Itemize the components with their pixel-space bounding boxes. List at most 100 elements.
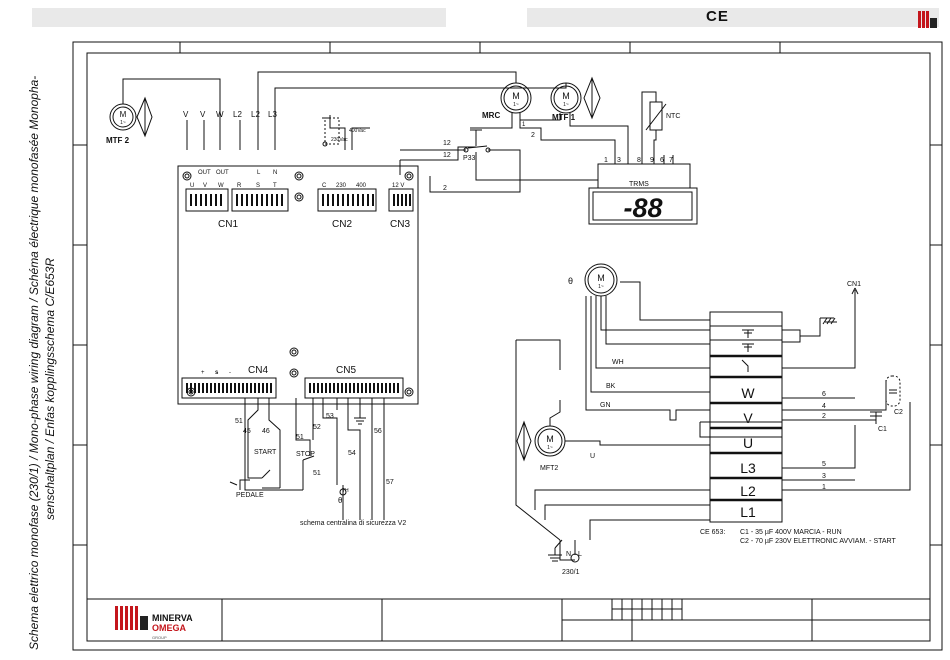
cn1-pin <box>236 194 238 206</box>
cn4-pin <box>234 383 236 393</box>
trms-display: -88 <box>623 193 662 223</box>
title-block <box>87 598 930 641</box>
svg-text:BK: BK <box>606 383 616 390</box>
svg-text:51: 51 <box>296 434 304 441</box>
svg-text:1~: 1~ <box>547 445 553 451</box>
svg-text:T: T <box>273 183 277 189</box>
cn4-pin <box>226 383 228 393</box>
svg-text:M: M <box>512 91 520 101</box>
svg-text:12 V: 12 V <box>392 183 404 189</box>
svg-text:56: 56 <box>374 428 382 435</box>
lower-left-labels: 51 45 46 51 52 53 51 54 56 57 START STOP… <box>235 413 406 527</box>
svg-text:CE 653:: CE 653: <box>700 529 725 536</box>
cn2-pin <box>332 194 334 206</box>
svg-text:M: M <box>597 273 605 283</box>
svg-text:S: S <box>256 183 260 189</box>
svg-text:1~: 1~ <box>120 120 126 126</box>
cn1-pin <box>281 194 283 206</box>
terminal-u: U <box>743 435 753 451</box>
cn5-pin <box>385 383 387 393</box>
cn5-pin <box>313 383 315 393</box>
minerva-logo-icon <box>918 11 937 28</box>
cn4-pin <box>254 383 256 393</box>
cn3-pin <box>401 194 403 206</box>
cn5-pin <box>393 383 395 393</box>
cn5-pin <box>325 383 327 393</box>
cn3-pin <box>405 194 407 206</box>
cn5-pin <box>357 383 359 393</box>
cn1-pin <box>246 194 248 206</box>
cn4-pin <box>210 383 212 393</box>
terminal-block <box>699 311 801 523</box>
label-cn1: CN1 <box>218 219 238 230</box>
svg-text:12: 12 <box>443 140 451 147</box>
title-block-logo-icon <box>115 606 148 630</box>
label-start: START <box>254 449 277 456</box>
svg-text:L2: L2 <box>233 110 242 119</box>
cn1-pin <box>276 194 278 206</box>
brand-block: MINERVA OMEGA GROUP <box>152 613 193 643</box>
cn4-pin <box>202 383 204 393</box>
terminal-v: V <box>743 410 753 426</box>
svg-text:53: 53 <box>326 413 334 420</box>
svg-text:U: U <box>590 453 595 460</box>
label-cn1-right: CN1 <box>847 281 861 288</box>
svg-text:45: 45 <box>243 428 251 435</box>
svg-text:C: C <box>322 183 327 189</box>
svg-text:6: 6 <box>660 157 664 164</box>
svg-text:400Vac: 400Vac <box>349 128 366 134</box>
svg-text:M: M <box>546 434 554 444</box>
svg-text:U: U <box>190 183 194 189</box>
header-bar-right <box>527 8 939 27</box>
cn1-pin <box>220 194 222 206</box>
svg-text:7: 7 <box>669 157 673 164</box>
cn5-pin <box>369 383 371 393</box>
svg-text:L2: L2 <box>251 110 260 119</box>
svg-text:1: 1 <box>522 122 526 128</box>
motor-mrc: M 1~ MRC <box>482 82 532 120</box>
cn5-pin <box>373 383 375 393</box>
header-bar-left <box>32 8 446 27</box>
svg-text:46: 46 <box>262 428 270 435</box>
ntc-sensor: NTC <box>641 91 680 155</box>
svg-text:WH: WH <box>612 359 624 366</box>
note-c1: C1 - 35 µF 400V MARCIA - RUN <box>740 529 842 536</box>
svg-text:12: 12 <box>443 152 451 159</box>
cn2-pin <box>362 194 364 206</box>
svg-text:230: 230 <box>336 183 347 189</box>
label-stop: STOP <box>296 451 315 458</box>
label-ntc: NTC <box>666 113 680 120</box>
cn2-pin <box>372 194 374 206</box>
cn5-pin <box>321 383 323 393</box>
svg-text:5: 5 <box>822 461 826 468</box>
svg-text:2: 2 <box>531 132 535 139</box>
cn4-pin <box>250 383 252 393</box>
right-labels: CN1 WH BK GN U 6 4 2 5 3 1 C1 C2 CE 653:… <box>590 281 903 545</box>
svg-text:M: M <box>562 91 570 101</box>
terminal-l1: L1 <box>740 504 756 520</box>
svg-text:W: W <box>216 110 224 119</box>
cn1-pin <box>215 194 217 206</box>
svg-text:51: 51 <box>313 470 321 477</box>
svg-text:N: N <box>566 551 571 558</box>
cn4-pin <box>190 383 192 393</box>
cn4-pin <box>214 383 216 393</box>
svg-text:1: 1 <box>604 157 608 164</box>
svg-text:V: V <box>203 183 207 189</box>
cn1-pin <box>205 194 207 206</box>
note-c2: C2 - 70 µF 230V ELETTRONIC AVVIAM. - STA… <box>740 538 896 545</box>
label-theta-motor: θ <box>568 276 573 286</box>
svg-text:4: 4 <box>822 403 826 410</box>
label-trms: TRMS <box>629 181 649 188</box>
svg-text:OUT: OUT <box>198 170 211 176</box>
cn5-pin <box>381 383 383 393</box>
cn5-pin <box>353 383 355 393</box>
svg-text:6: 6 <box>822 391 826 398</box>
svg-text:400: 400 <box>356 183 367 189</box>
cn1-pin <box>271 194 273 206</box>
cn5-pin <box>309 383 311 393</box>
cn3-pin <box>397 194 399 206</box>
svg-text:3: 3 <box>617 157 621 164</box>
cn2-pin <box>342 194 344 206</box>
